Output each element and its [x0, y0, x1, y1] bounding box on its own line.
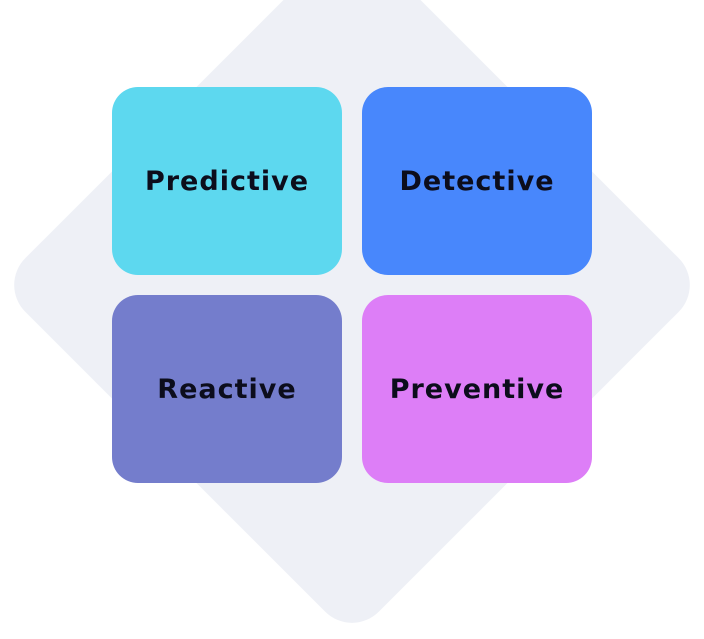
quadrant-detective: Detective: [362, 87, 592, 275]
quadrant-reactive: Reactive: [112, 295, 342, 483]
quadrant-predictive: Predictive: [112, 87, 342, 275]
quadrant-label-detective: Detective: [399, 165, 555, 197]
quadrant-label-preventive: Preventive: [389, 373, 565, 405]
quadrant-label-reactive: Reactive: [157, 373, 297, 405]
quadrant-label-predictive: Predictive: [144, 165, 310, 197]
quadrant-preventive: Preventive: [362, 295, 592, 483]
